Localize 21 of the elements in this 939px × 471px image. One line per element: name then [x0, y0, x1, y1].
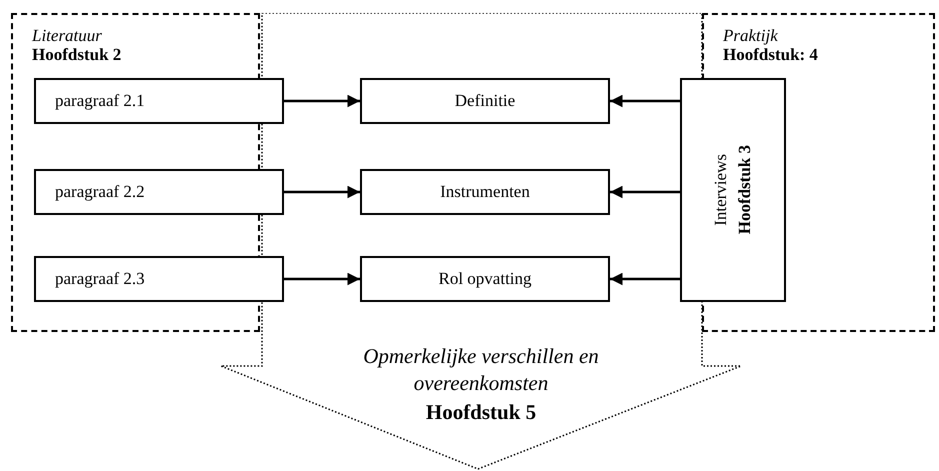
arrow: [610, 186, 680, 198]
process-box: [680, 78, 786, 302]
process-box: Instrumenten: [360, 169, 610, 215]
box-label: Interviews: [711, 154, 731, 226]
arrow: [284, 186, 360, 198]
chapter-label: Hoofdstuk: 4: [723, 45, 818, 64]
chapter-label: Hoofdstuk 2: [32, 45, 122, 64]
process-box: paragraaf 2.3: [34, 256, 284, 302]
process-box: paragraaf 2.1: [34, 78, 284, 124]
arrow: [284, 94, 360, 108]
group-heading: Praktijk: [723, 26, 778, 45]
chapter-label: Hoofdstuk 3: [735, 145, 755, 235]
arrow: [610, 272, 680, 286]
group-heading: Literatuur: [32, 26, 102, 45]
arrow: [284, 272, 360, 286]
arrow: [610, 94, 680, 108]
chapter-label: Hoofdstuk 5: [426, 399, 536, 426]
arrow-caption: Opmerkelijke verschillen en overeenkomsten: [363, 343, 599, 397]
process-box: paragraaf 2.2: [34, 169, 284, 215]
process-box: Rol opvatting: [360, 256, 610, 302]
process-box: Definitie: [360, 78, 610, 124]
